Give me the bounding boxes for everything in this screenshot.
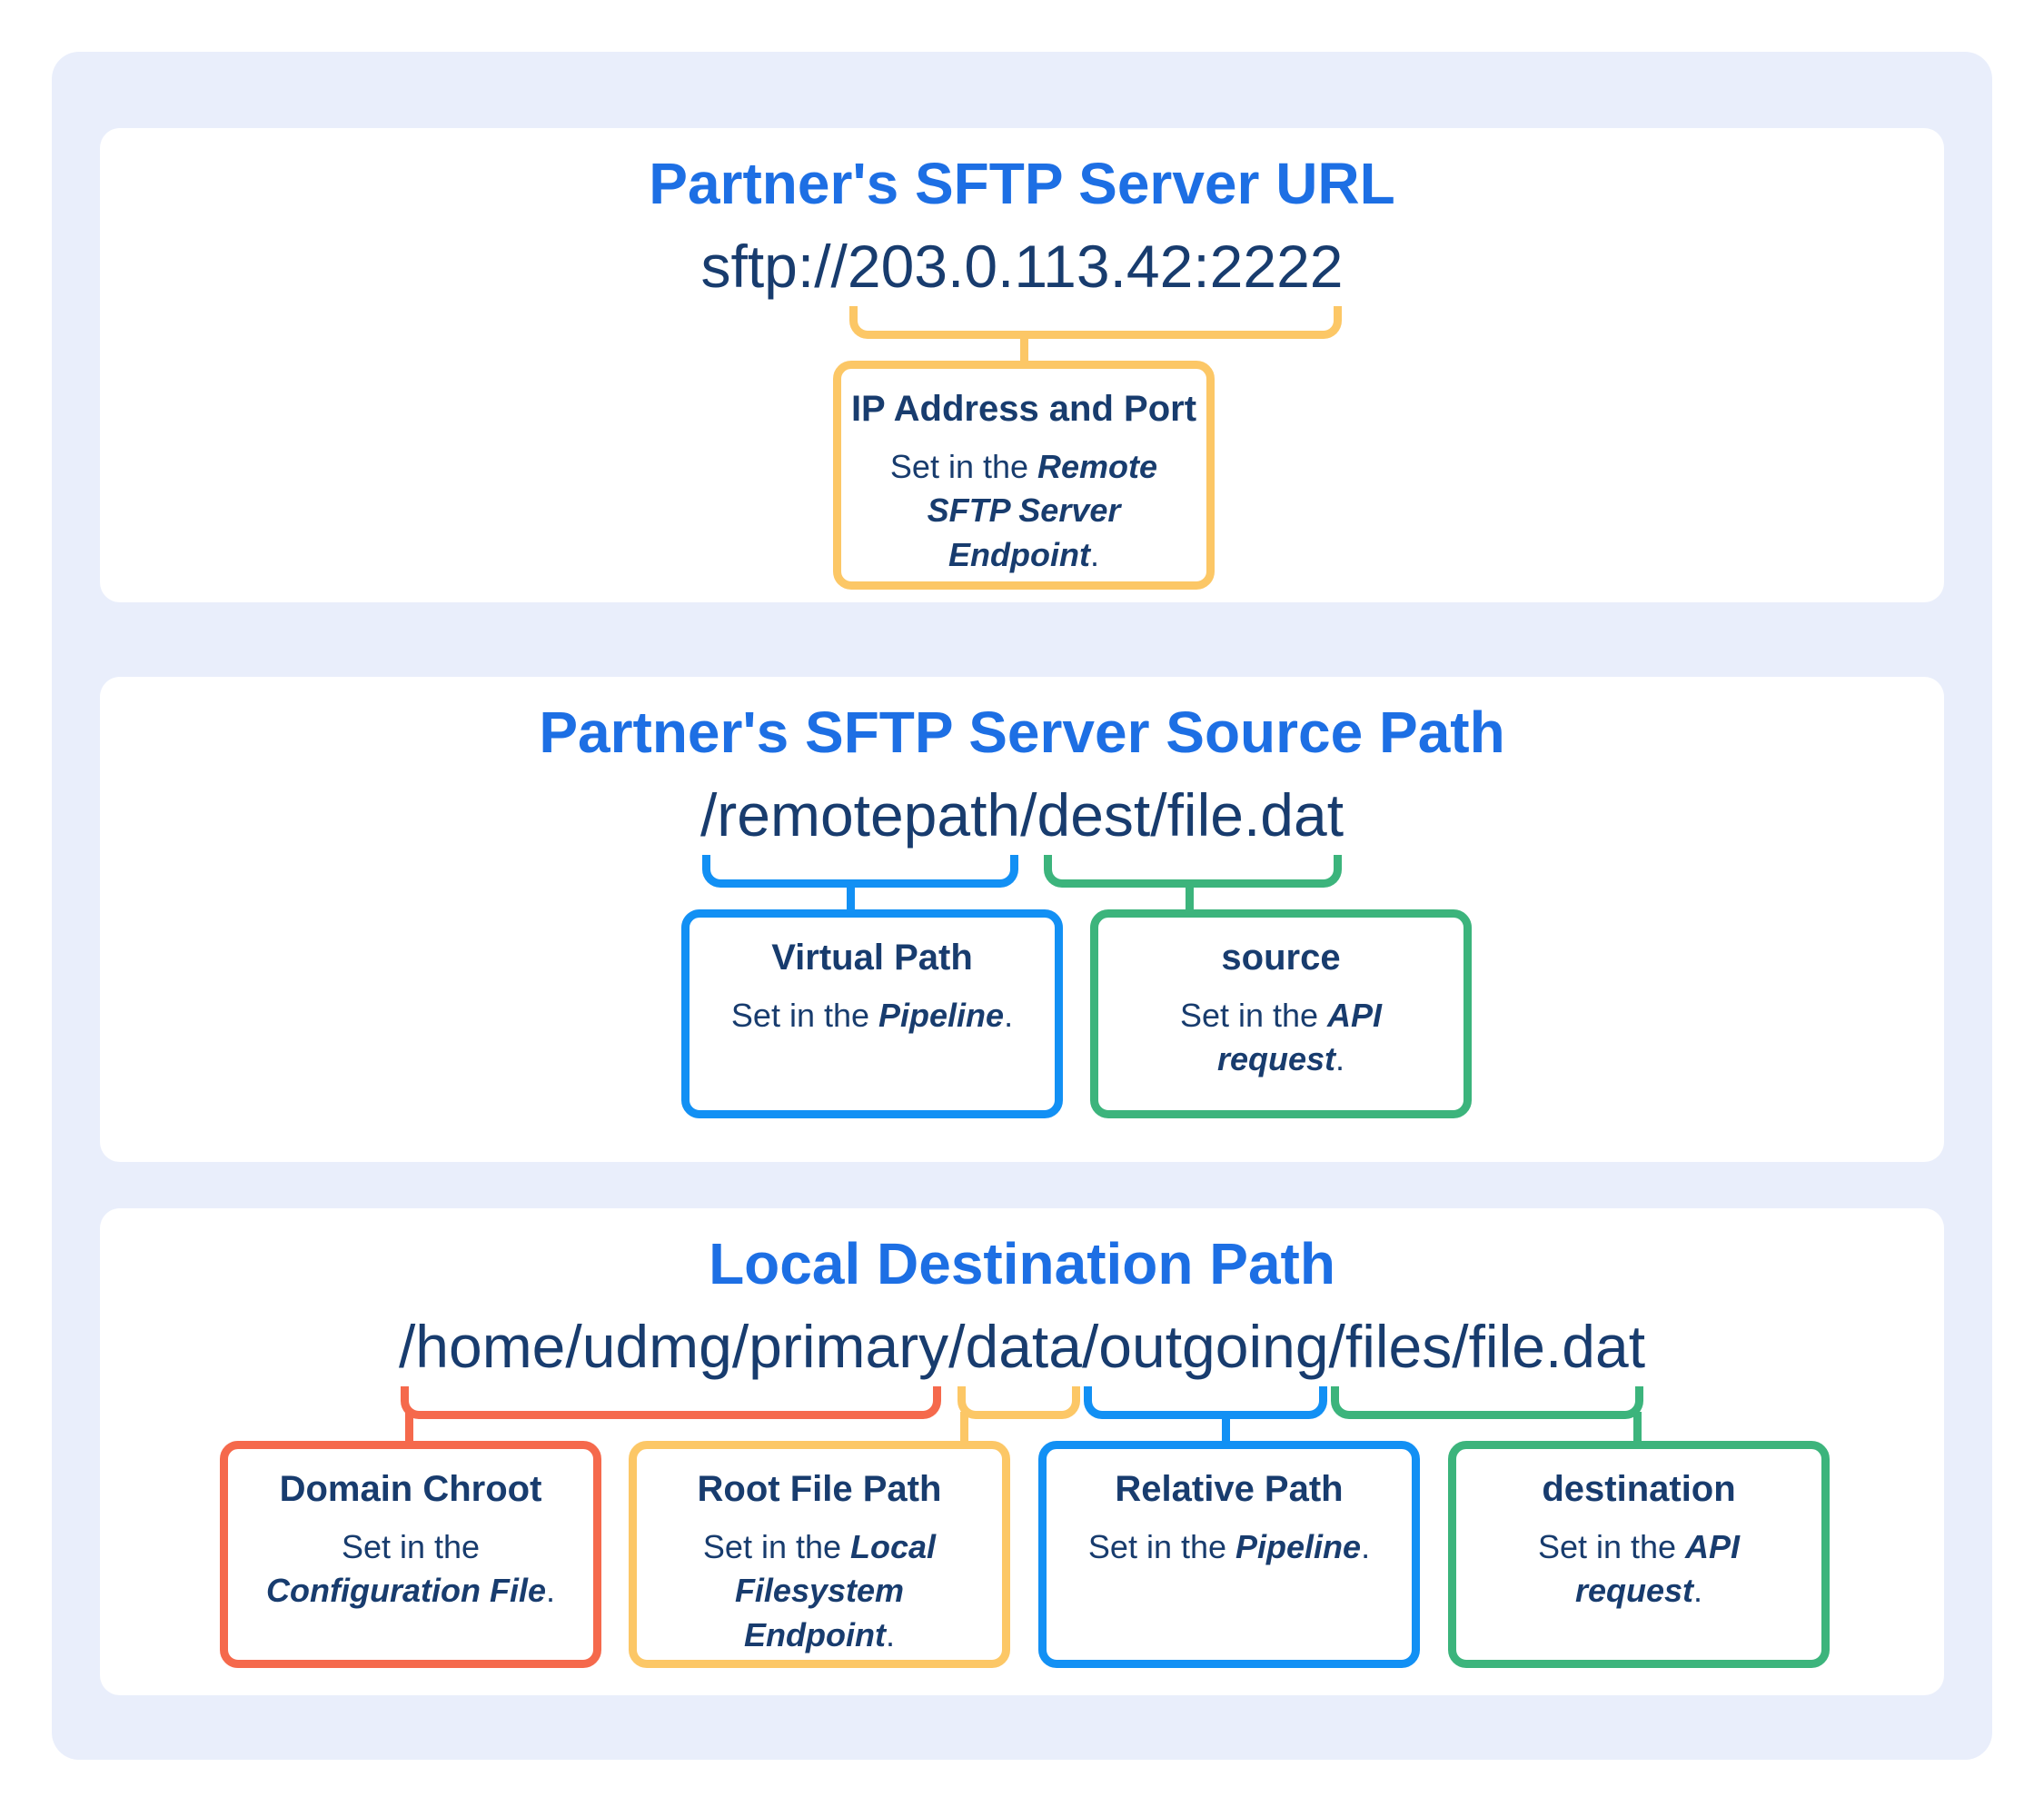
annotation-desc: Set in the Remote SFTP Server Endpoint. [889,447,1158,573]
annotation-desc: Set in the Configuration File. [266,1527,555,1610]
stem-source [1186,879,1194,913]
annotation-box-source: source Set in the API request. [1090,908,1472,1118]
annotation-heading: Root File Path [697,1468,942,1509]
section-card-destination-path: Local Destination Path /home/udmg/primar… [100,1208,1944,1695]
stem-domain-chroot [405,1411,413,1445]
stem-virtual-path [847,879,855,913]
annotation-box-domain-chroot: Domain Chroot Set in the Configuration F… [220,1440,601,1668]
stem-root-file-path [960,1411,968,1445]
annotation-box-destination: destination Set in the API request. [1448,1440,1830,1668]
diagram-panel: Partner's SFTP Server URL sftp://203.0.1… [52,52,1992,1760]
annotation-box-root-file-path: Root File Path Set in the Local Filesyst… [629,1440,1010,1668]
stem-ip-and-port [1020,331,1028,364]
annotation-row: IP Address and Port Set in the Remote SF… [100,331,1944,590]
path-segment-root-file-path: /data [948,1309,1082,1419]
path-segment-domain-chroot: /home/udmg/primary [399,1309,948,1419]
annotation-box-relative-path: Relative Path Set in the Pipeline. [1038,1440,1420,1668]
bracket-destination [1330,1385,1644,1419]
annotation-row: Domain Chroot Set in the Configuration F… [100,1411,1944,1668]
section-card-sftp-url: Partner's SFTP Server URL sftp://203.0.1… [100,128,1944,602]
path-segment-virtual-path: /remotepath [700,778,1020,888]
annotation-box-ip-and-port: IP Address and Port Set in the Remote SF… [833,360,1215,590]
section-title: Partner's SFTP Server Source Path [539,700,1505,765]
section-title: Partner's SFTP Server URL [649,151,1395,216]
annotation-desc: Set in the Pipeline. [730,996,1014,1034]
path-segment-source: /dest/file.dat [1020,778,1344,888]
bracket-root-file-path [958,1385,1080,1419]
annotation-heading: Domain Chroot [279,1468,542,1509]
path-segment-ip-port: 203.0.113.42:2222 [848,229,1344,339]
annotation-heading: destination [1542,1468,1736,1509]
path-text-destination: /home/udmg/primary/data/outgoing/files/f… [100,1309,1944,1419]
annotation-heading: source [1221,937,1341,978]
path-segment-relative-path: /outgoing [1082,1309,1329,1419]
path-text-source: /remotepath/dest/file.dat [100,778,1944,888]
annotation-desc: Set in the API request. [1179,996,1383,1078]
annotation-heading: Virtual Path [771,937,973,978]
annotation-row: Virtual Path Set in the Pipeline. source… [100,879,1944,1118]
path-segment-scheme: sftp:// [700,233,848,301]
bracket-domain-chroot [400,1385,942,1419]
annotation-desc: Set in the API request. [1537,1527,1741,1610]
section-card-source-path: Partner's SFTP Server Source Path /remot… [100,677,1944,1162]
annotation-heading: IP Address and Port [850,388,1197,429]
annotation-desc: Set in the Pipeline. [1087,1527,1371,1565]
annotation-heading: Relative Path [1115,1468,1344,1509]
stem-relative-path [1222,1411,1230,1445]
bracket-ip-and-port [848,305,1342,339]
section-title: Local Destination Path [709,1231,1335,1296]
bracket-relative-path [1083,1385,1327,1419]
stem-destination [1633,1411,1642,1445]
path-text-url: sftp://203.0.113.42:2222 [100,229,1944,339]
path-segment-destination: /files/file.dat [1329,1309,1645,1419]
bracket-virtual-path [701,854,1019,888]
annotation-box-virtual-path: Virtual Path Set in the Pipeline. [681,908,1063,1118]
annotation-desc: Set in the Local Filesystem Endpoint. [702,1527,937,1653]
